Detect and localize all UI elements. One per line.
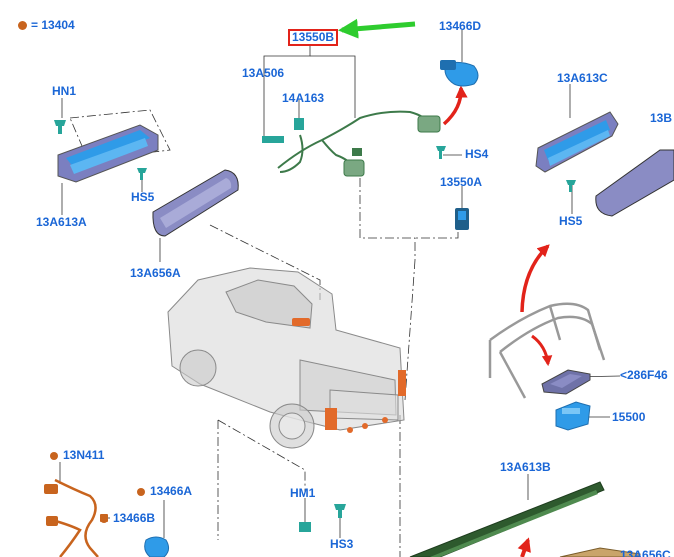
label-hm1[interactable]: HM1: [290, 486, 316, 500]
label-hs5-left[interactable]: HS5: [131, 190, 155, 204]
label-13550a[interactable]: 13550A: [440, 175, 483, 189]
label-13550b[interactable]: 13550B: [288, 29, 339, 46]
label-13466b[interactable]: 13466B: [100, 511, 155, 525]
label-13a613a[interactable]: 13A613A: [36, 215, 87, 229]
label-13a656a[interactable]: 13A656A: [130, 266, 181, 280]
label-13466a[interactable]: 13466A: [137, 484, 192, 498]
label-hs5-right[interactable]: HS5: [559, 214, 583, 228]
orange-dot-icon: [18, 21, 27, 30]
label-286f46[interactable]: <286F46: [620, 368, 668, 382]
label-15500[interactable]: 15500: [612, 410, 646, 424]
label-14a163[interactable]: 14A163: [282, 91, 325, 105]
label-13b[interactable]: 13B: [650, 111, 673, 125]
label-13466d[interactable]: 13466D: [439, 19, 482, 33]
legend-text: = 13404: [31, 18, 75, 32]
label-13a506[interactable]: 13A506: [242, 66, 285, 80]
label-hs3[interactable]: HS3: [330, 537, 354, 551]
label-hs4[interactable]: HS4: [465, 147, 489, 161]
label-13a613c[interactable]: 13A613C: [557, 71, 608, 85]
label-13n411[interactable]: 13N411: [50, 448, 104, 462]
label-13a613b[interactable]: 13A613B: [500, 460, 551, 474]
label-13a656c[interactable]: 13A656C: [620, 548, 671, 557]
legend: = 13404: [18, 18, 75, 32]
label-hn1[interactable]: HN1: [52, 84, 77, 98]
